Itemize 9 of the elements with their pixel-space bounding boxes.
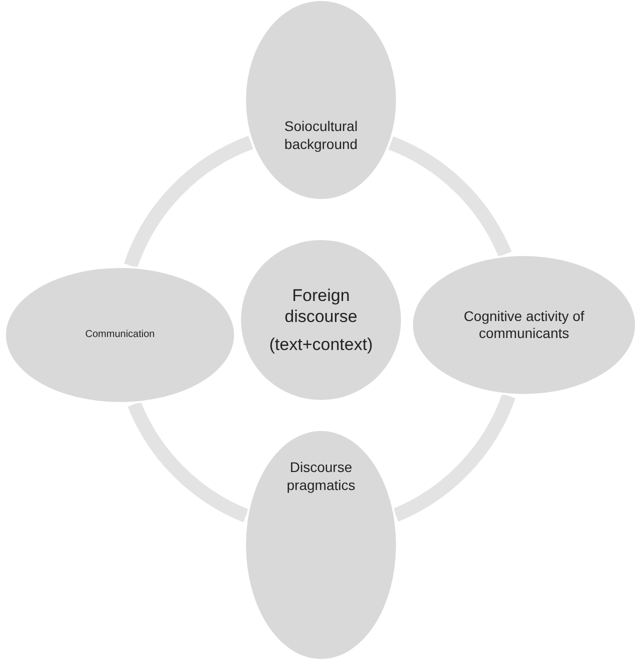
node-label: (text+context)	[269, 334, 373, 355]
node-label: Foreign discourse	[284, 285, 358, 328]
ring-arc-connector	[392, 393, 516, 522]
node-label: Discourse pragmatics	[286, 459, 356, 494]
ring-arc-connector	[128, 401, 249, 522]
node-label: Communication	[85, 328, 155, 342]
node-label: Soiocultural background	[283, 118, 359, 153]
node-label: Cognitive activity of communicants	[462, 308, 586, 342]
ring-arc-connector	[124, 136, 254, 268]
